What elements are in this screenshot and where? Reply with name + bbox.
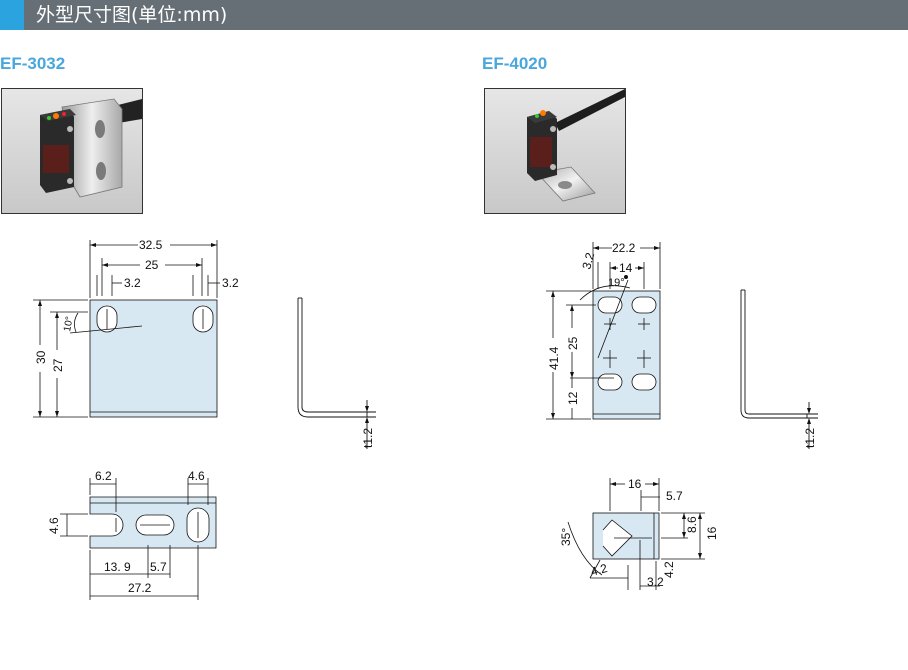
dim-left-edge: 3.2 [124,276,141,290]
drawing-ef4020-top [567,478,705,590]
dim-thickness-4020: t1.2 [803,428,817,448]
dim-4020-bottom: 12 [566,391,580,405]
dim-4020-top-offset: 5.7 [666,489,683,503]
dim-hole-height: 27 [51,358,65,372]
dim-right-edge: 3.2 [222,276,239,290]
dim-4020-top-angle: 35° [559,528,573,546]
dim-overall-3032: 27.2 [128,581,152,595]
dim-overall-width: 32.5 [139,238,163,252]
section-title: 外型尺寸图(单位:mm) [36,4,228,26]
drawing-ef3032-side [297,297,376,449]
dim-angle: 10° [62,316,75,333]
drawing-ef3032-top [60,478,217,600]
dim-4020-top-depth-a: 8.6 [685,516,699,533]
dim-4020-slot-d: 4.2 [662,561,676,578]
header-accent [0,0,24,30]
product-photo-ef4020 [484,88,626,214]
dim-offset-b: 5.7 [150,560,167,574]
dim-height: 30 [34,350,48,364]
dim-4020-pitch-x: 14 [619,261,633,275]
drawing-ef4020-front [546,242,661,420]
dim-4020-edge: 3.2 [579,251,597,271]
dim-4020-top-width: 16 [628,477,642,491]
dim-4020-pitch-y: 25 [566,336,580,350]
dim-4020-top-edge: 3.2 [647,575,664,589]
dim-4020-slot-w: 4.2 [589,561,609,579]
dim-thickness-3032: t1.2 [361,428,375,448]
dim-depth-3032: 4.6 [47,517,61,534]
section-header-bar: 外型尺寸图(单位:mm) [0,0,908,30]
model-name-ef4020: EF-4020 [482,54,548,73]
dim-slot-a: 6.2 [95,469,112,483]
dim-4020-angle: 19° [608,277,625,289]
product-photo-ef3032 [1,88,143,214]
dim-4020-height: 41.4 [547,346,561,370]
dim-hole-pitch: 25 [145,258,159,272]
drawing-ef4020-side [740,289,818,449]
dim-offset-a: 13. 9 [104,560,131,574]
dim-slot-b: 4.6 [188,469,205,483]
model-name-ef3032: EF-3032 [0,54,66,73]
dim-4020-width: 22.2 [612,241,636,255]
dim-4020-top-depth: 16 [705,526,719,540]
